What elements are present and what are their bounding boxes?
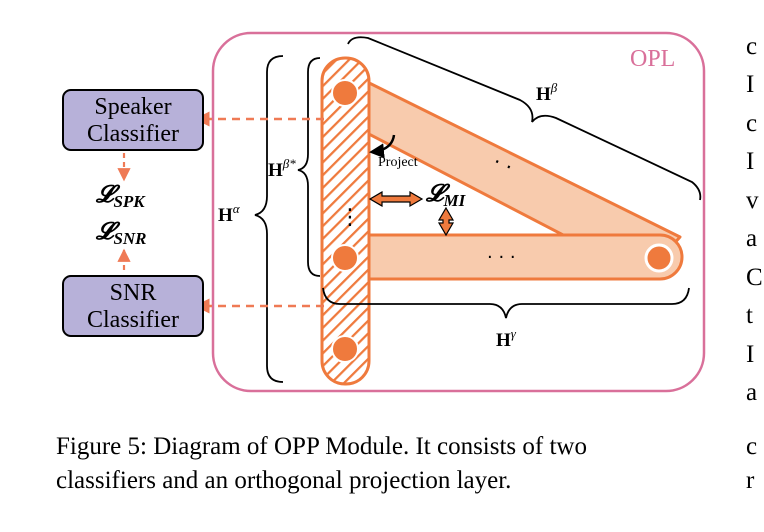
right-column-letter: a <box>746 225 758 252</box>
brace-h-alpha <box>254 55 284 383</box>
project-label: Project <box>378 155 418 170</box>
caption-line-2: classifiers and an orthogonal projection… <box>56 467 512 494</box>
right-column-letter: c <box>746 110 758 137</box>
label-h-beta-star: Hβ* <box>268 156 296 181</box>
loss-mi: 𝓛MI <box>425 181 467 210</box>
speaker-classifier: Speaker Classifier <box>62 89 204 151</box>
right-column-letter: a <box>746 379 758 406</box>
label-h-alpha: Hα <box>218 201 241 226</box>
right-column-letter: c <box>746 433 758 460</box>
label-h-gamma: Hγ <box>496 326 517 351</box>
project-arrow <box>369 134 396 159</box>
figure-caption: Figure 5: Diagram of OPP Module. It cons… <box>56 430 718 498</box>
snr-classifier: SNR Classifier <box>62 275 204 337</box>
snr-classifier-line1: SNR <box>109 280 157 306</box>
right-column-letter: I <box>746 148 755 175</box>
right-column-letter: t <box>746 302 753 329</box>
right-column-letter: r <box>746 467 755 494</box>
right-column-letter: v <box>746 187 759 214</box>
right-column-letter: C <box>746 264 763 291</box>
ellipsis-vertical: ⋮ <box>339 205 361 230</box>
speaker-classifier-line2: Classifier <box>87 121 179 147</box>
opl-label: OPL <box>630 46 675 72</box>
brace-h-beta-star <box>297 57 321 277</box>
snr-classifier-line2: Classifier <box>87 307 179 333</box>
brace-h-beta <box>347 36 702 201</box>
right-column-letter: I <box>746 71 755 98</box>
caption-line-1: Figure 5: Diagram of OPP Module. It cons… <box>56 433 587 460</box>
ellipsis-horizontal: · · · <box>487 247 516 268</box>
node-top <box>331 79 359 107</box>
loss-spk: 𝓛SPK <box>95 182 146 211</box>
node-bottom <box>331 335 359 363</box>
brace-h-gamma <box>322 287 690 319</box>
mi-vertical-arrow <box>437 206 455 237</box>
opp-module-diagram: OPL · · · · · ⋮ Hβ Hγ Hβ* Hα Project 𝓛MI… <box>95 31 706 393</box>
loss-snr: 𝓛SNR <box>95 219 147 248</box>
right-column-letter: I <box>746 341 755 368</box>
right-column-letter: c <box>746 33 758 60</box>
node-right <box>644 243 674 273</box>
label-h-beta: Hβ <box>536 80 558 105</box>
mi-horizontal-arrow <box>368 190 424 208</box>
speaker-classifier-line1: Speaker <box>94 94 172 120</box>
node-middle <box>331 244 359 272</box>
opl-container <box>211 31 706 393</box>
